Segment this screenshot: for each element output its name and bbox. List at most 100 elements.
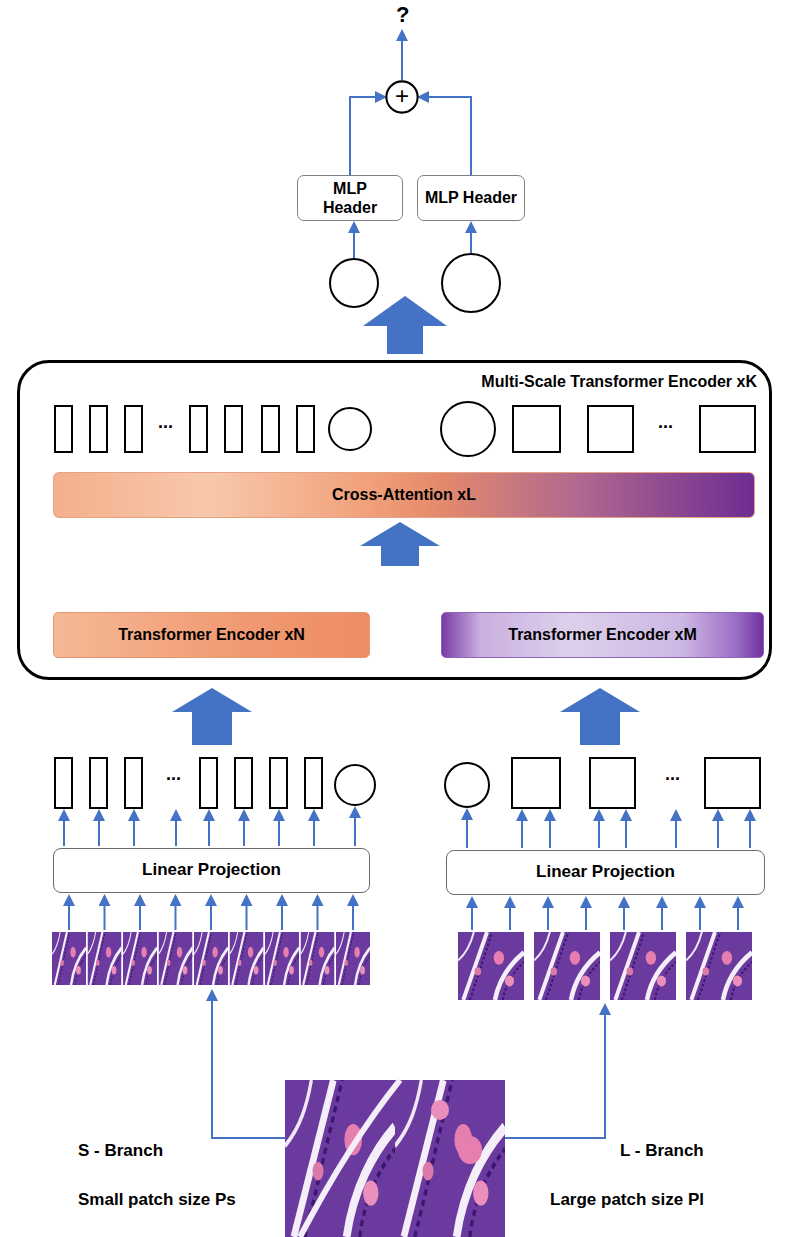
label: ... xyxy=(658,412,673,434)
tissue-image xyxy=(395,1080,505,1237)
cls-token xyxy=(445,763,489,807)
token xyxy=(90,406,107,452)
label: ... xyxy=(166,764,181,786)
token xyxy=(297,406,314,452)
cls-token xyxy=(441,402,495,456)
token xyxy=(200,758,217,808)
token xyxy=(55,406,72,452)
small-patches xyxy=(52,932,370,985)
thin-arrow xyxy=(675,811,677,848)
tissue-patch xyxy=(534,932,600,1000)
tissue-cell xyxy=(431,1100,449,1120)
thin-arrow xyxy=(175,896,177,930)
tissue-lumen xyxy=(300,1080,400,1237)
cls-token xyxy=(335,765,375,805)
token-row xyxy=(55,402,755,456)
thin-arrow xyxy=(354,808,356,846)
sum-circle: + xyxy=(385,80,419,114)
output-arrow xyxy=(401,31,403,80)
token xyxy=(700,406,755,452)
thin-arrow xyxy=(466,810,468,848)
label: Large patch size Pl xyxy=(550,1190,704,1210)
thin-arrow xyxy=(623,898,625,930)
branch-line xyxy=(212,991,286,1138)
token xyxy=(90,758,107,808)
thin-arrow xyxy=(98,811,100,846)
frame-heading: Multi-Scale Transformer Encoder xK xyxy=(481,372,757,391)
node-text: Transformer Encoder xN xyxy=(118,625,305,644)
label: S - Branch xyxy=(78,1141,163,1161)
block-arrow xyxy=(360,522,440,566)
tissue-patch xyxy=(230,932,264,985)
mlp-header-box: MLP Header xyxy=(297,175,403,221)
thin-arrow xyxy=(104,896,106,930)
thin-arrow xyxy=(175,811,177,846)
thin-arrow xyxy=(278,811,280,846)
node-text: + xyxy=(395,84,409,108)
label: ... xyxy=(158,412,173,434)
token xyxy=(262,406,279,452)
thin-arrow xyxy=(661,898,663,930)
token xyxy=(190,406,207,452)
label: ... xyxy=(665,764,680,786)
large-patches xyxy=(458,932,752,1000)
thin-arrow xyxy=(521,811,523,848)
thin-arrow xyxy=(210,896,212,930)
token-row xyxy=(55,758,760,808)
thin-arrows xyxy=(64,808,750,848)
connector xyxy=(350,97,385,175)
thin-arrow xyxy=(749,811,751,848)
encoder-band: Transformer Encoder xN xyxy=(53,612,370,658)
node-text: Linear Projection xyxy=(536,862,675,882)
token xyxy=(513,406,560,452)
thin-arrow xyxy=(208,811,210,846)
thin-arrow xyxy=(717,811,719,848)
token xyxy=(55,758,72,808)
token xyxy=(590,758,635,808)
thin-arrow xyxy=(313,811,315,846)
thin-arrow xyxy=(281,896,283,930)
cross-attention-band: Cross-Attention xL xyxy=(53,472,755,518)
node-text: Linear Projection xyxy=(142,860,281,880)
token xyxy=(305,758,322,808)
tissue-patch xyxy=(265,932,299,985)
projection-box: Linear Projection xyxy=(53,848,370,893)
encoder-frame: Multi-Scale Transformer Encoder xK Cross-… xyxy=(17,360,772,680)
thin-arrow xyxy=(471,898,473,930)
tissue-patch xyxy=(159,932,193,985)
tissue-patch xyxy=(301,932,335,985)
token xyxy=(270,758,287,808)
token xyxy=(588,406,633,452)
mlp-header-box: MLP Header xyxy=(417,175,525,221)
tissue-patch xyxy=(88,932,122,985)
token xyxy=(512,758,560,808)
thin-arrow xyxy=(625,811,627,848)
tissue-patch xyxy=(686,932,752,1000)
token xyxy=(225,406,242,452)
tissue-patch xyxy=(336,932,370,985)
cls-token xyxy=(329,408,371,450)
label: L - Branch xyxy=(620,1141,704,1161)
node-text: MLP Header xyxy=(304,179,396,217)
thin-arrow xyxy=(585,898,587,930)
source-image xyxy=(285,1080,505,1237)
tissue-patch xyxy=(610,932,676,1000)
thin-arrow xyxy=(352,896,354,930)
label: Small patch size Ps xyxy=(78,1190,236,1210)
thin-arrow xyxy=(598,811,600,848)
thin-arrow xyxy=(549,811,551,848)
circle-shape xyxy=(386,81,417,112)
label: ? xyxy=(396,2,409,28)
node-text: Transformer Encoder xM xyxy=(508,625,697,644)
block-arrow xyxy=(560,688,640,745)
thin-arrow xyxy=(353,223,355,258)
thin-arrow xyxy=(133,811,135,846)
tissue-patch xyxy=(458,932,524,1000)
thin-arrow xyxy=(317,896,319,930)
tissue-cell xyxy=(458,1136,482,1164)
token xyxy=(235,758,252,808)
connector xyxy=(419,97,471,175)
cls-token xyxy=(330,259,378,307)
token xyxy=(705,758,760,808)
token xyxy=(125,758,142,808)
